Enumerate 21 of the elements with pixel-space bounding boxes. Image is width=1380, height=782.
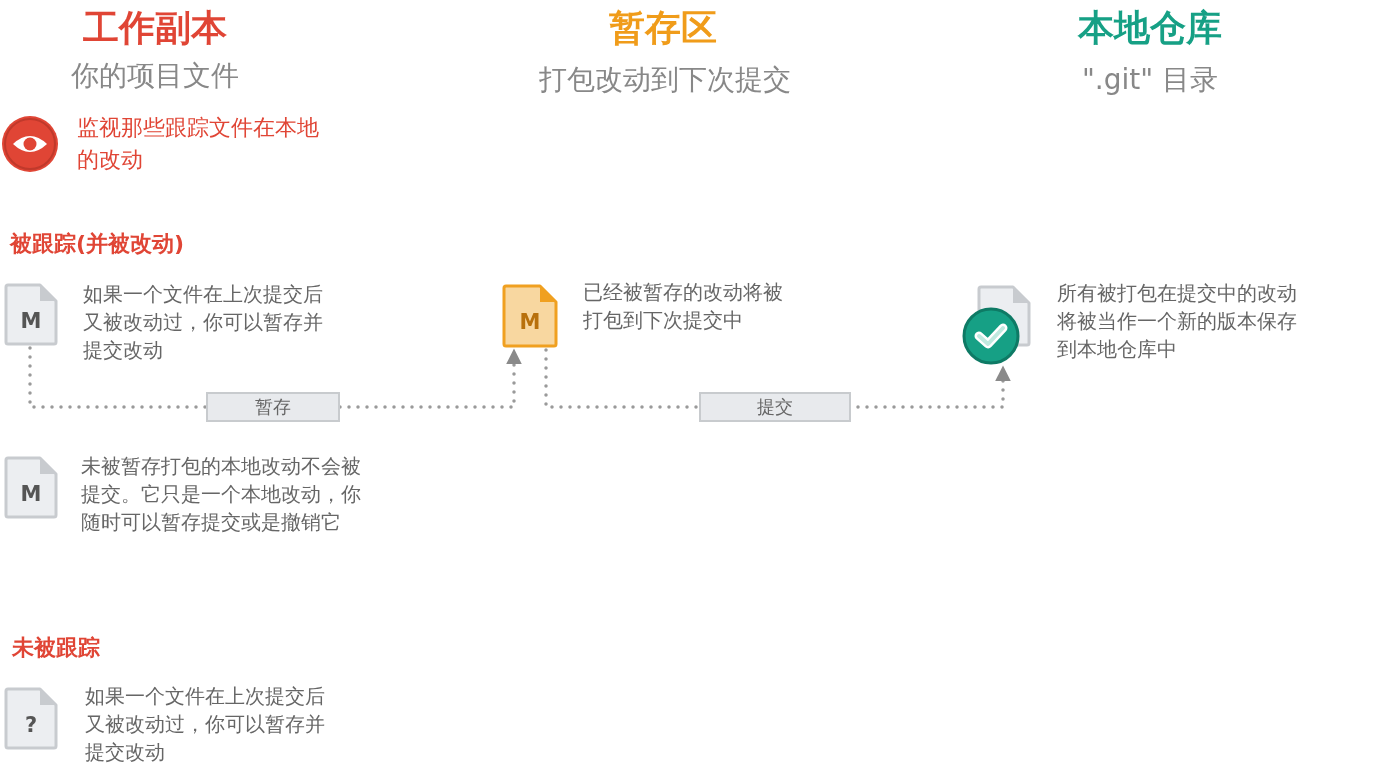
description-text: 如果一个文件在上次提交后又被改动过，你可以暂存并提交改动 [83, 282, 324, 364]
file-icon: ? [4, 687, 58, 750]
section-subtitle: ".git" 目录 [1080, 62, 1220, 98]
edge-label: 提交 [699, 392, 851, 422]
file-icon: M [4, 456, 58, 519]
note-text: 监视那些跟踪文件在本地的改动 [77, 114, 320, 174]
section-subtitle: 打包改动到下次提交 [538, 62, 792, 98]
section-title: 工作副本 [82, 6, 228, 50]
edge-label: 暂存 [206, 392, 340, 422]
section-title: 暂存区 [607, 6, 718, 50]
description-text: 所有被打包在提交中的改动将被当作一个新的版本保存到本地仓库中 [1057, 281, 1298, 363]
section-subtitle: 你的项目文件 [70, 58, 240, 94]
description-text: 已经被暂存的改动将被打包到下次提交中 [583, 280, 784, 334]
staged-file-icon: M [502, 284, 558, 348]
description-text: 如果一个文件在上次提交后又被改动过，你可以暂存并提交改动 [85, 684, 326, 766]
section-title: 本地仓库 [1076, 6, 1223, 50]
description-text: 未被暂存打包的本地改动不会被提交。它只是一个本地改动，你随时可以暂存提交或是撤销它 [81, 454, 362, 536]
category-heading: 未被跟踪 [12, 634, 101, 662]
category-heading: 被跟踪(并被改动) [10, 230, 186, 258]
committed-file-icon [962, 285, 1032, 365]
file-icon: M [4, 283, 58, 346]
